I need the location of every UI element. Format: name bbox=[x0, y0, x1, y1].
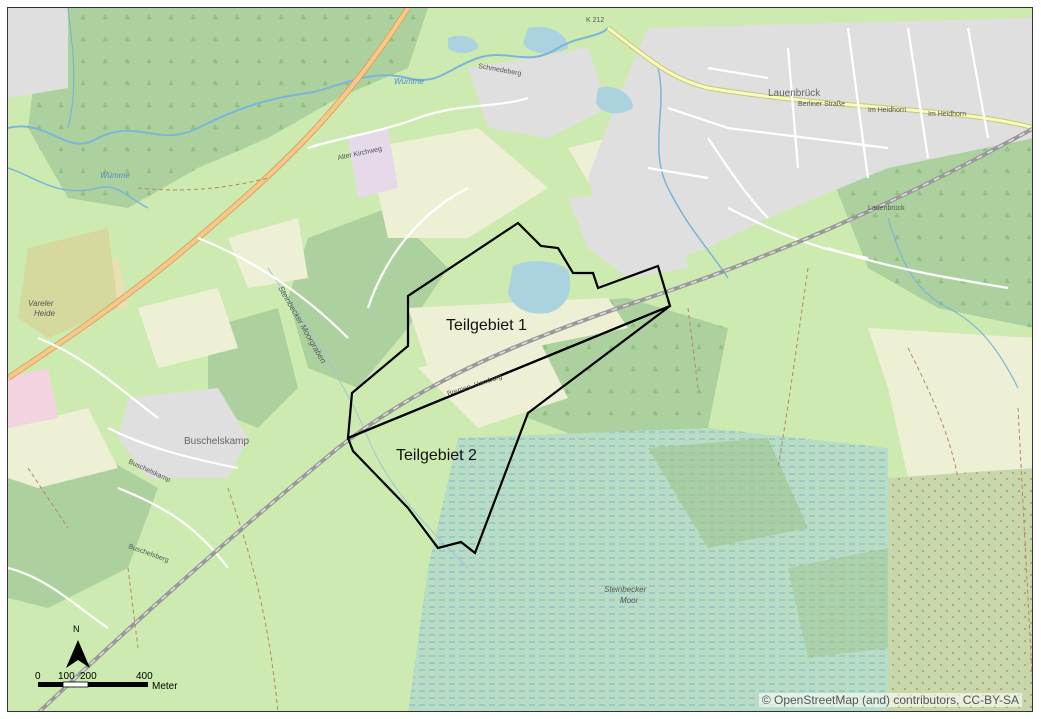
label-station: Lauenbrück bbox=[868, 205, 905, 212]
pond-west bbox=[448, 35, 478, 54]
residential-buschelskamp bbox=[118, 388, 248, 478]
north-arrow-label: N bbox=[73, 624, 80, 634]
label-moor: Moor bbox=[620, 596, 639, 605]
scale-tick-200: 200 bbox=[80, 671, 97, 682]
label-heide: Heide bbox=[34, 309, 55, 318]
field-4 bbox=[138, 288, 238, 368]
forest-center bbox=[288, 208, 448, 388]
north-arrow-icon bbox=[66, 640, 90, 668]
berliner-strasse-fill bbox=[607, 26, 1032, 130]
field-7 bbox=[228, 218, 308, 288]
label-berliner-strasse: Berliner Straße bbox=[798, 101, 845, 108]
industrial-pink bbox=[8, 368, 58, 428]
teilgebiet-1-label: Teilgebiet 1 bbox=[446, 317, 527, 334]
label-wuemme: Wümme bbox=[394, 77, 424, 86]
river-wuemme bbox=[8, 27, 609, 145]
field-3 bbox=[408, 298, 628, 368]
teilgebiet-2-label: Teilgebiet 2 bbox=[396, 447, 477, 464]
label-lauenbrueck: Lauenbrück bbox=[768, 88, 821, 99]
stream-east bbox=[657, 67, 729, 279]
railway-inner bbox=[38, 128, 1032, 711]
heath-bottom-right-pattern bbox=[868, 468, 1032, 711]
scale-tick-400: 400 bbox=[136, 671, 153, 682]
residential-north bbox=[468, 48, 608, 138]
label-im-heidhorn-1: Im Heidhorn bbox=[868, 107, 906, 114]
moor-forest-1 bbox=[648, 438, 808, 548]
map-frame[interactable]: ♣ bbox=[7, 7, 1033, 712]
scale-bar: 0 100 200 400 Meter bbox=[35, 671, 178, 692]
north-arrow: N bbox=[66, 624, 90, 668]
attribution: © OpenStreetMap (and) contributors, CC-B… bbox=[758, 693, 1022, 707]
pond-lauenbrueck bbox=[596, 86, 633, 114]
steinbecker-moorgraben bbox=[267, 267, 469, 569]
label-buschelskamp: Buschelskamp bbox=[184, 436, 249, 447]
teilgebiet-1-boundary[interactable] bbox=[346, 221, 672, 440]
river-wuemme-2 bbox=[8, 167, 149, 209]
field-1 bbox=[368, 128, 548, 238]
residential-west bbox=[8, 8, 68, 98]
label-wuemme-2: Wümme bbox=[100, 171, 130, 180]
minor-roads bbox=[8, 27, 1009, 629]
map-canvas[interactable]: ♣ bbox=[8, 8, 1033, 712]
field-5 bbox=[8, 408, 118, 488]
scale-tick-100: 100 bbox=[58, 671, 75, 682]
field-6 bbox=[868, 328, 1032, 478]
stream-lauenbrueck-east bbox=[887, 217, 1019, 389]
label-steinbecker: Steinbecker bbox=[604, 585, 647, 594]
label-vareler: Vareler bbox=[28, 299, 54, 308]
label-im-heidhorn-2: Im Heidhorn bbox=[928, 111, 966, 118]
moor-forest-2 bbox=[788, 548, 888, 658]
industrial-purple bbox=[348, 128, 398, 198]
residential-lauenbrueck bbox=[588, 18, 1032, 268]
scale-tick-0: 0 bbox=[35, 671, 41, 682]
stream-north bbox=[67, 8, 75, 129]
residential-east bbox=[568, 188, 688, 278]
scale-unit: Meter bbox=[152, 681, 178, 692]
label-k212: K 212 bbox=[586, 17, 604, 24]
pond-north bbox=[523, 26, 568, 54]
teilgebiet-2-boundary[interactable] bbox=[346, 304, 671, 555]
tracks bbox=[27, 177, 1032, 711]
vareler-heath bbox=[18, 228, 118, 338]
forest-right-pattern bbox=[828, 128, 1032, 328]
forest-north-pattern bbox=[28, 8, 428, 208]
pond-teilgebiet bbox=[508, 261, 571, 314]
